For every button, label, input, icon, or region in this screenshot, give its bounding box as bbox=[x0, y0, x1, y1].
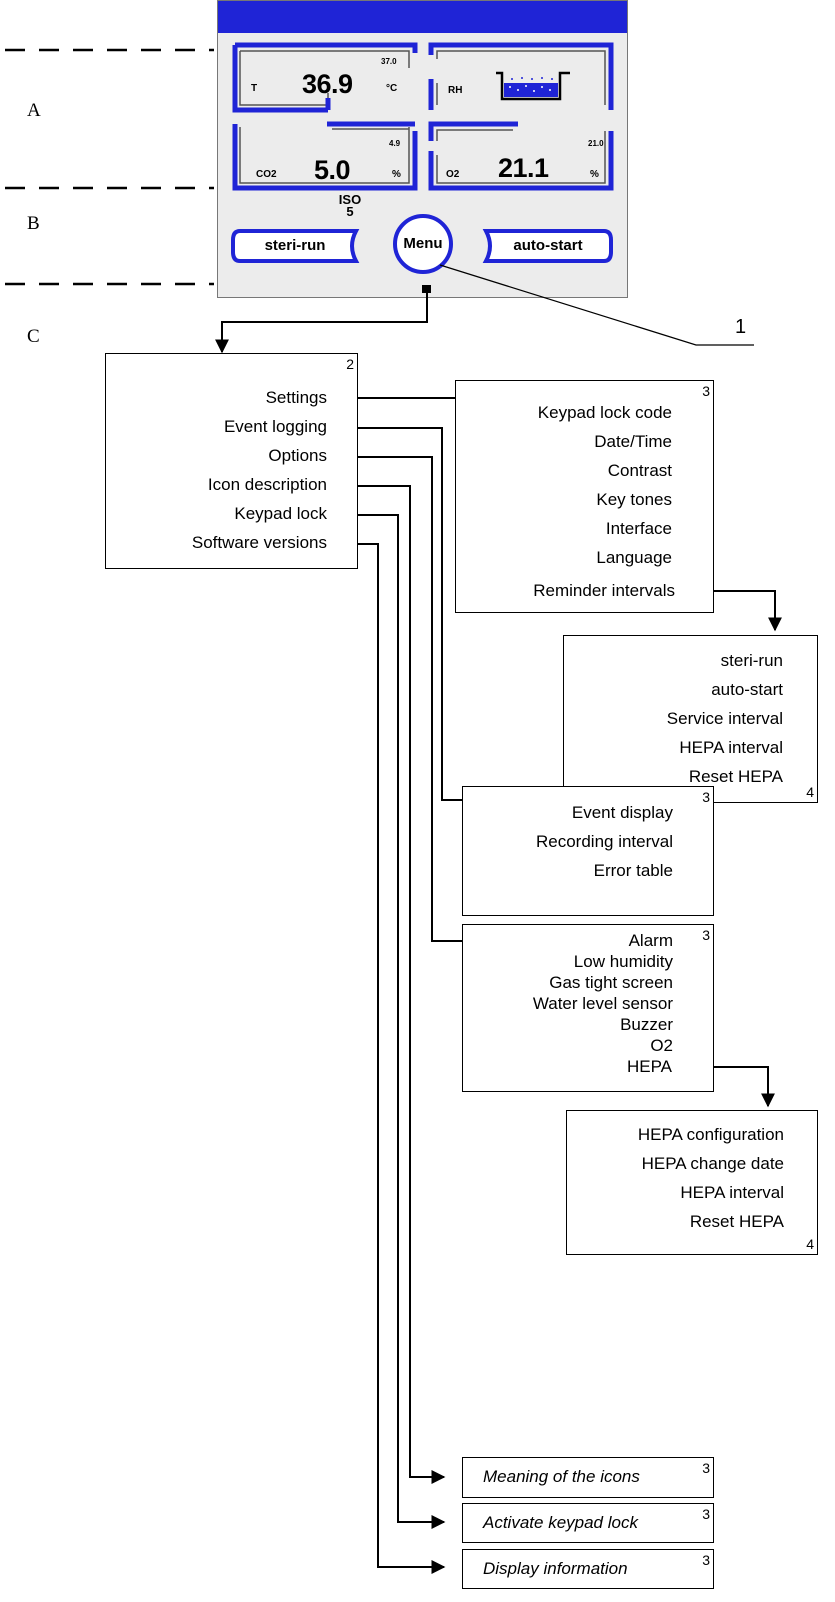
hepa-box: 4 HEPA configuration HEPA change date HE… bbox=[566, 1110, 818, 1255]
options-item-o2[interactable]: O2 bbox=[650, 1036, 673, 1055]
menu-label: Menu bbox=[403, 235, 443, 252]
o2-value: 21.1 bbox=[498, 153, 549, 183]
o2-tile-frame bbox=[428, 121, 614, 191]
display-title-bar bbox=[218, 1, 627, 33]
menu-item-software-versions[interactable]: Software versions bbox=[191, 533, 327, 552]
reminder-item-steri-run[interactable]: steri-run bbox=[720, 651, 783, 670]
reminder-item-reset-hepa[interactable]: Reset HEPA bbox=[688, 767, 783, 786]
reminder-intervals-box: 4 steri-run auto-start Service interval … bbox=[563, 635, 818, 803]
co2-setpoint: 4.9 bbox=[389, 139, 401, 148]
software-versions-text: Display information bbox=[483, 1559, 628, 1578]
co2-tile[interactable]: CO2 5.0 % 4.9 bbox=[232, 121, 418, 191]
steri-run-button-frame bbox=[231, 229, 360, 263]
iso-label: ISO bbox=[338, 192, 362, 207]
o2-tile[interactable]: O2 21.1 % 21.0 bbox=[428, 121, 614, 191]
iso-class: ISO 5 bbox=[335, 192, 365, 219]
o2-label: O2 bbox=[446, 169, 460, 180]
water-tank-icon bbox=[496, 71, 570, 101]
humidity-label: RH bbox=[448, 85, 463, 96]
options-item-alarm[interactable]: Alarm bbox=[628, 931, 673, 950]
temperature-value: 36.9 bbox=[302, 69, 353, 99]
device-display: T 36.9 °C 37.0 RH bbox=[217, 0, 628, 298]
temperature-setpoint: 37.0 bbox=[381, 57, 397, 66]
hepa-item-interval[interactable]: HEPA interval bbox=[680, 1183, 784, 1202]
menu-button-frame bbox=[393, 214, 453, 274]
iso-value: 5 bbox=[346, 204, 354, 219]
event-logging-box: 3 Event display Recording interval Error… bbox=[462, 786, 714, 916]
callout-number: 1 bbox=[735, 316, 747, 338]
menu-button[interactable]: Menu bbox=[392, 213, 454, 275]
software-versions-box[interactable]: 3 Display information bbox=[462, 1549, 714, 1589]
event-item-error-table[interactable]: Error table bbox=[593, 861, 673, 880]
menu-item-options[interactable]: Options bbox=[268, 446, 327, 465]
temperature-tile-frame bbox=[232, 42, 418, 113]
settings-item-language[interactable]: Language bbox=[596, 548, 672, 567]
zone-divider-lines bbox=[5, 48, 214, 286]
co2-tile-frame bbox=[232, 121, 418, 191]
options-level: 3 bbox=[702, 927, 710, 943]
hepa-level: 4 bbox=[806, 1236, 814, 1252]
keypad-lock-text: Activate keypad lock bbox=[483, 1513, 638, 1532]
hepa-item-configuration[interactable]: HEPA configuration bbox=[637, 1125, 784, 1144]
co2-label: CO2 bbox=[256, 169, 277, 180]
zone-b-label: B bbox=[27, 213, 40, 234]
event-item-recording-interval[interactable]: Recording interval bbox=[535, 832, 673, 851]
main-menu-box: 2 Settings Event logging Options Icon de… bbox=[105, 353, 358, 569]
zone-a-label: A bbox=[27, 100, 41, 121]
reminder-intervals-level: 4 bbox=[806, 784, 814, 800]
o2-setpoint: 21.0 bbox=[588, 139, 604, 148]
steri-run-button[interactable]: steri-run bbox=[230, 228, 360, 264]
icon-description-level: 3 bbox=[702, 1460, 710, 1476]
options-item-hepa[interactable]: HEPA bbox=[626, 1057, 672, 1076]
icon-description-box[interactable]: 3 Meaning of the icons bbox=[462, 1457, 714, 1498]
steri-run-label: steri-run bbox=[264, 237, 326, 254]
humidity-tile[interactable]: RH bbox=[428, 42, 614, 113]
options-item-low-humidity[interactable]: Low humidity bbox=[573, 952, 673, 971]
settings-item-date-time[interactable]: Date/Time bbox=[594, 432, 672, 451]
reminder-item-auto-start[interactable]: auto-start bbox=[711, 680, 783, 699]
menu-item-icon-description[interactable]: Icon description bbox=[207, 475, 327, 494]
menu-item-keypad-lock[interactable]: Keypad lock bbox=[234, 504, 327, 523]
settings-item-key-tones[interactable]: Key tones bbox=[596, 490, 672, 509]
o2-unit: % bbox=[590, 169, 599, 180]
options-box: 3 Alarm Low humidity Gas tight screen Wa… bbox=[462, 924, 714, 1092]
options-item-gas-tight-screen[interactable]: Gas tight screen bbox=[549, 973, 673, 992]
main-menu-level: 2 bbox=[346, 356, 354, 372]
hepa-item-reset[interactable]: Reset HEPA bbox=[689, 1212, 784, 1231]
humidity-tile-frame bbox=[428, 42, 614, 110]
settings-item-reminder-intervals[interactable]: Reminder intervals bbox=[533, 581, 675, 600]
hepa-item-change-date[interactable]: HEPA change date bbox=[641, 1154, 784, 1173]
temperature-unit: °C bbox=[386, 83, 398, 94]
auto-start-button-frame bbox=[482, 229, 613, 263]
zone-c-label: C bbox=[27, 326, 40, 347]
co2-value: 5.0 bbox=[314, 155, 351, 185]
settings-menu-box: 3 Keypad lock code Date/Time Contrast Ke… bbox=[455, 380, 714, 613]
settings-level: 3 bbox=[702, 383, 710, 399]
keypad-lock-box[interactable]: 3 Activate keypad lock bbox=[462, 1503, 714, 1543]
settings-item-contrast[interactable]: Contrast bbox=[607, 461, 672, 480]
reminder-item-hepa-interval[interactable]: HEPA interval bbox=[679, 738, 783, 757]
options-item-water-level-sensor[interactable]: Water level sensor bbox=[532, 994, 673, 1013]
settings-item-keypad-lock-code[interactable]: Keypad lock code bbox=[537, 403, 672, 422]
menu-item-settings[interactable]: Settings bbox=[265, 388, 327, 407]
options-item-buzzer[interactable]: Buzzer bbox=[620, 1015, 673, 1034]
auto-start-button[interactable]: auto-start bbox=[482, 228, 614, 264]
temperature-label: T bbox=[251, 83, 258, 94]
software-versions-level: 3 bbox=[702, 1552, 710, 1568]
reminder-item-service-interval[interactable]: Service interval bbox=[666, 709, 783, 728]
keypad-lock-level: 3 bbox=[702, 1506, 710, 1522]
event-logging-level: 3 bbox=[702, 789, 710, 805]
event-item-event-display[interactable]: Event display bbox=[571, 803, 673, 822]
co2-unit: % bbox=[392, 169, 401, 180]
settings-item-interface[interactable]: Interface bbox=[605, 519, 672, 538]
temperature-tile[interactable]: T 36.9 °C 37.0 bbox=[232, 42, 418, 113]
menu-item-event-logging[interactable]: Event logging bbox=[223, 417, 327, 436]
icon-description-text: Meaning of the icons bbox=[483, 1467, 640, 1486]
auto-start-label: auto-start bbox=[513, 237, 583, 254]
